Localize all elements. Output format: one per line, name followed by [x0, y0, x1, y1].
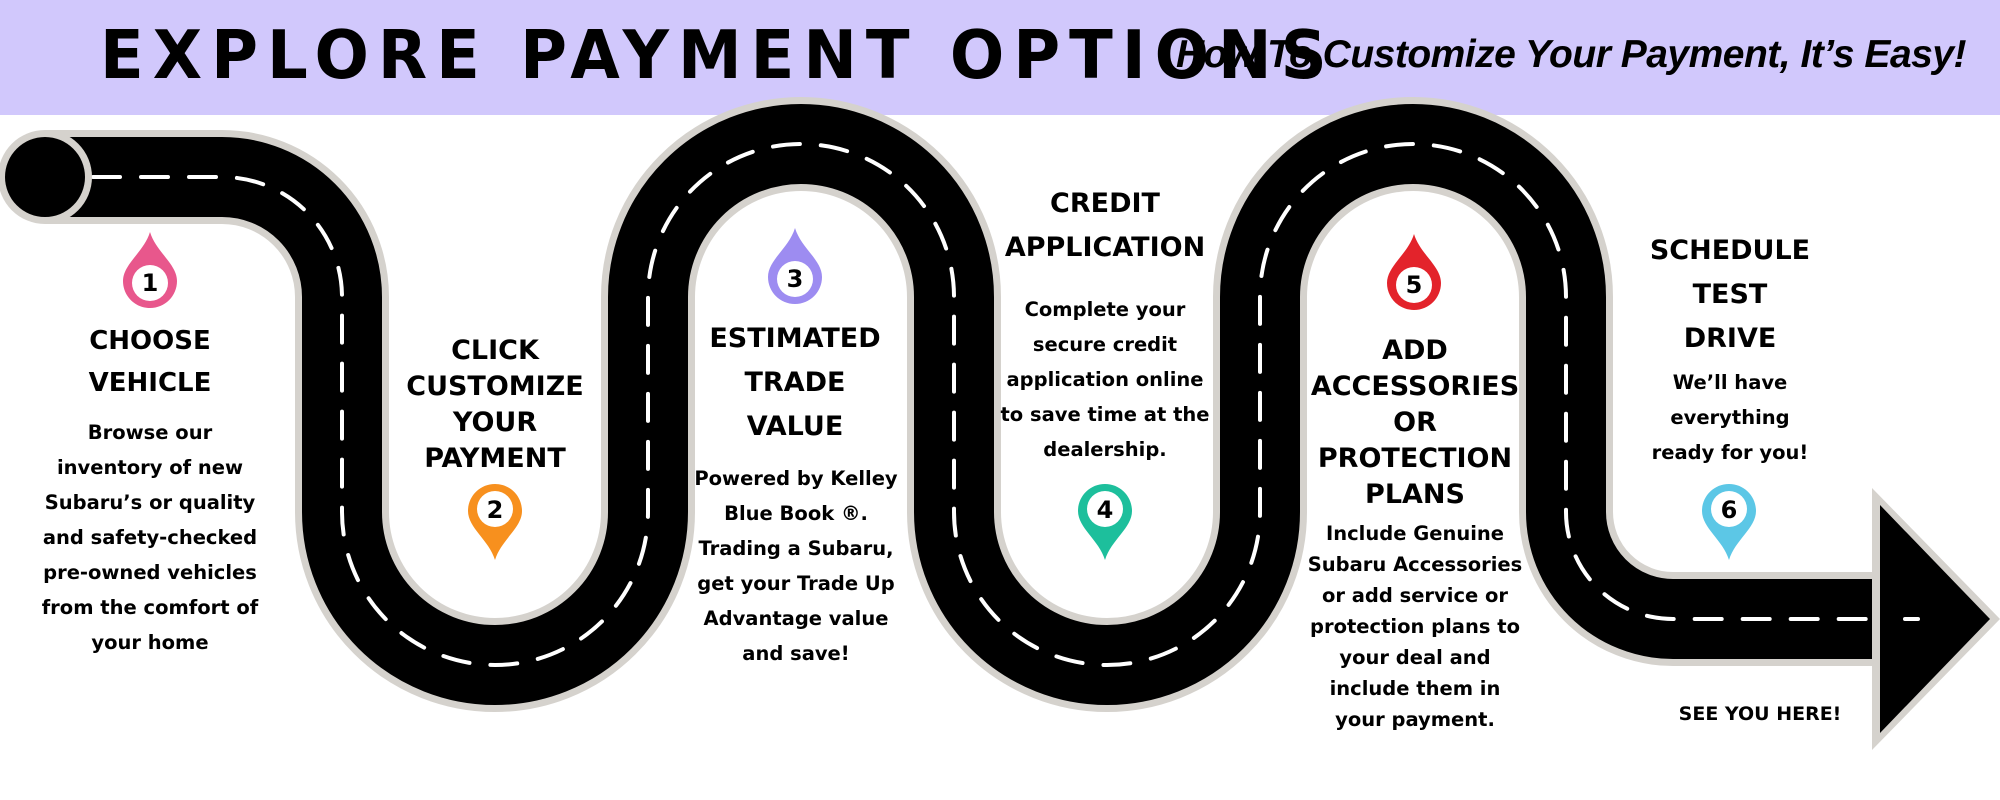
road-start-end [5, 137, 85, 217]
step-5-number: 5 [1405, 271, 1423, 299]
step-4-number: 4 [1096, 496, 1114, 524]
step-5-pin: 5 [1386, 234, 1442, 324]
header-banner: EXPLORE PAYMENT OPTIONS How To Customize… [0, 0, 2000, 115]
step-3-title: ESTIMATED TRADE VALUE [709, 323, 881, 442]
step-5-description: Include Genuine Subaru Accessories or ad… [1307, 522, 1523, 731]
step-6-title: SCHEDULE TEST DRIVE [1649, 235, 1811, 354]
step-5-title: ADD ACCESSORIES OR PROTECTION PLANS [1310, 335, 1520, 510]
map-pin-icon [768, 228, 822, 304]
step-3-description: Powered by Kelley Blue Book ®. Trading a… [694, 467, 898, 665]
map-pin-icon [1078, 484, 1132, 560]
step-3-pin: 3 [767, 228, 823, 318]
step-2-pin: 2 [467, 484, 523, 574]
step-6-description: We’ll have everything ready for you! [1651, 371, 1809, 464]
step-1-description: Browse our inventory of new Subaru’s or … [41, 421, 259, 654]
map-pin-icon [468, 484, 522, 560]
page-subtitle: How To Customize Your Payment, It’s Easy… [1175, 33, 1967, 76]
map-pin-icon [1387, 234, 1441, 310]
step-4-description: Complete your secure credit application … [1000, 298, 1210, 461]
step-1-pin: 1 [122, 232, 178, 322]
step-2-number: 2 [486, 496, 504, 524]
step-4-title: CREDIT APPLICATION [1004, 188, 1206, 263]
step-1-number: 1 [141, 269, 159, 297]
step-2-title: CLICK CUSTOMIZE YOUR PAYMENT [406, 335, 584, 474]
see-you-here-note: SEE YOU HERE! [1678, 703, 1842, 725]
page-title: EXPLORE PAYMENT OPTIONS [100, 16, 1336, 95]
step-6-number: 6 [1720, 496, 1738, 524]
step-4-pin: 4 [1077, 484, 1133, 574]
arrow-head [1880, 505, 1990, 733]
step-3-number: 3 [786, 265, 804, 293]
step-6-pin: 6 [1701, 484, 1757, 574]
map-pin-icon [1702, 484, 1756, 560]
step-1-title: CHOOSE VEHICLE [88, 326, 212, 398]
map-pin-icon [123, 232, 177, 308]
